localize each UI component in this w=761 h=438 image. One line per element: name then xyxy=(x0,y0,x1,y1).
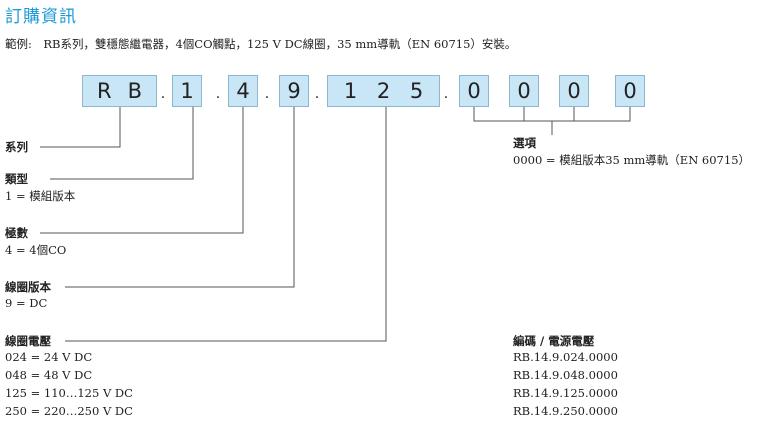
code-series-letter-r: R xyxy=(96,79,112,103)
voltage-value: 024 = 24 V DC xyxy=(5,350,93,364)
code-box-option: 0 xyxy=(615,75,645,107)
voltage-value: 048 = 48 V DC xyxy=(5,368,93,382)
poles-label: 極數 xyxy=(5,226,28,240)
version-value: 9 = DC xyxy=(5,296,48,310)
code-voltage-digit: 5 xyxy=(409,79,424,103)
poles-connector xyxy=(40,107,244,234)
series-connector xyxy=(40,107,121,148)
options-bracket xyxy=(473,107,631,122)
series-label: 系列 xyxy=(5,140,28,154)
order-code: RB.14.9.024.0000 xyxy=(513,350,618,364)
order-code: RB.14.9.048.0000 xyxy=(513,368,618,382)
type-value: 1 = 模組版本 xyxy=(5,189,76,203)
code-voltage-digit: 2 xyxy=(376,79,391,103)
code-box-voltage: 1 2 5 xyxy=(327,75,440,107)
order-code: RB.14.9.250.0000 xyxy=(513,404,618,418)
codes-label: 編碼 / 電源電壓 xyxy=(513,334,595,348)
code-box-series: R B xyxy=(82,75,157,107)
options-label: 選項 xyxy=(513,136,536,150)
code-separator: . xyxy=(160,86,166,102)
code-separator: . xyxy=(264,86,270,102)
code-separator: . xyxy=(215,86,221,102)
version-connector xyxy=(65,107,295,288)
type-label: 類型 xyxy=(5,172,28,186)
code-series-letter-b: B xyxy=(127,79,142,103)
voltage-label: 線圈電壓 xyxy=(5,334,51,348)
type-connector xyxy=(50,107,194,180)
options-value: 0000 = 模組版本35 mm導軌（EN 60715） xyxy=(513,153,751,167)
page-title: 訂購資訊 xyxy=(5,7,77,27)
code-box-option: 0 xyxy=(509,75,539,107)
code-voltage-digit: 1 xyxy=(343,79,358,103)
code-box-option: 0 xyxy=(559,75,589,107)
code-separator: . xyxy=(443,86,449,102)
code-separator: . xyxy=(314,86,320,102)
voltage-value: 250 = 220…250 V DC xyxy=(5,404,133,418)
code-box-option: 0 xyxy=(459,75,489,107)
voltage-connector xyxy=(65,107,387,342)
version-label: 線圈版本 xyxy=(5,280,51,294)
code-box-poles: 4 xyxy=(228,75,258,107)
code-box-type: 1 xyxy=(172,75,202,107)
voltage-value: 125 = 110…125 V DC xyxy=(5,386,133,400)
poles-value: 4 = 4個CO xyxy=(5,243,67,257)
example-text: 範例: RB系列，雙穩態繼電器，4個CO觸點，125 V DC線圈，35 mm導… xyxy=(5,37,517,51)
code-box-version: 9 xyxy=(279,75,309,107)
order-code: RB.14.9.125.0000 xyxy=(513,386,618,400)
